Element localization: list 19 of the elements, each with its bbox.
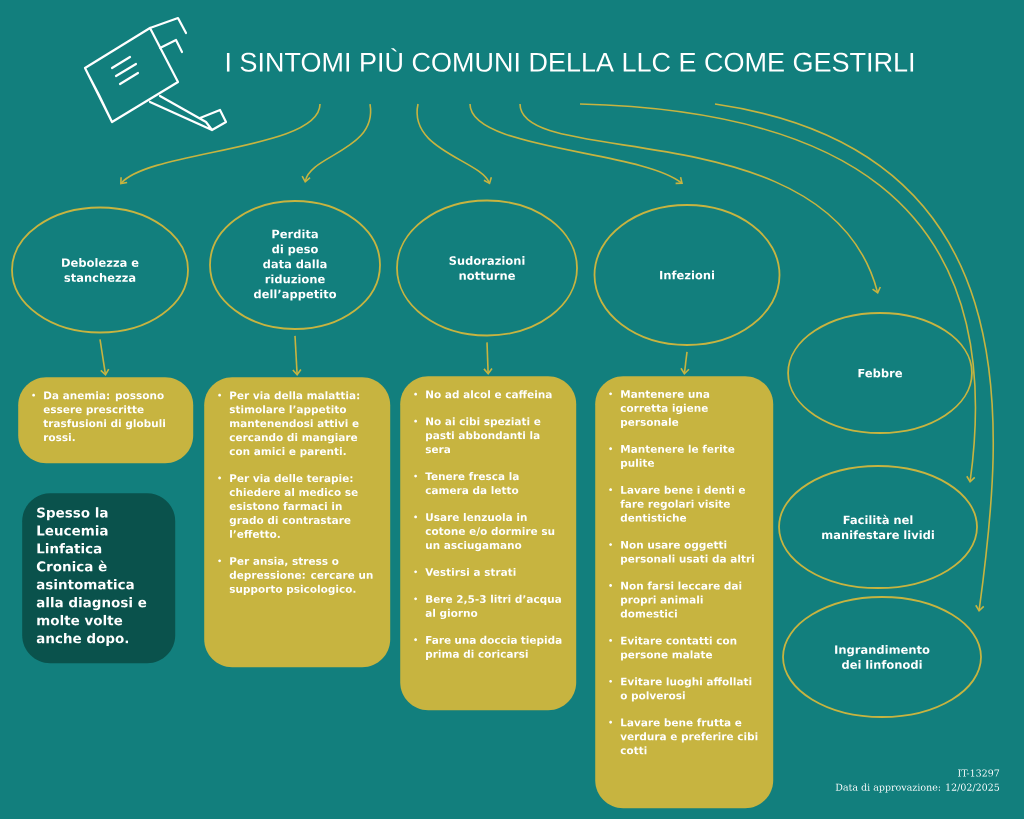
arrow	[680, 351, 690, 375]
tips-box: Da anemia: possono essere prescritte trasfusioni di globuli rossi.	[18, 377, 194, 464]
tips-box: No ad alcol e caffeina No ai cibi speziati e pasti abbondanti la sera Tenere fresca la camera da letto Usare lenzuola in cotone e/o dormire su un asciugamano Vestirsi a strati Bere 2,5-3 litri d’acqua al giorno Fare una doccia tiepida prima di coricarsi	[400, 376, 577, 711]
arrow	[579, 103, 977, 483]
arrow	[469, 103, 683, 185]
title: I SINTOMI PIÙ COMUNI DELLA LLC E COME GESTIRLI	[226, 48, 914, 72]
footer-note: IT-13297	[958, 769, 1000, 777]
arrow	[519, 103, 882, 295]
arrow	[99, 338, 110, 376]
arrow	[714, 103, 994, 612]
arrow	[301, 103, 372, 184]
arrow	[416, 103, 493, 185]
note-box: Spesso la Leucemia Linfatica Cronica è asintomatica alla diagnosi e molte volte anche dopo.	[22, 493, 176, 664]
tips-box: Per via della malattia: stimolare l’appetito mantenendosi attivi e cercando di mangiare con amici e parenti. Per via delle terapie: chiedere al medico se esistono farmaci in grado di contrastare l’effetto. Per ansia, stress o depressione: cercare un supporto psicologico.	[204, 377, 391, 668]
arrow	[292, 335, 302, 376]
tips-box: Mantenere una corretta igiene personale Mantenere le ferite pulite Lavare bene i denti e fare regolari visite dentistiche Non usare oggetti personali usati da altri Non farsi leccare dai propri animali domestici Evitare contatti con persone malate Evitare luoghi affollati o polverosi Lavare bene frutta e verdura e preferire cibi cotti	[595, 376, 774, 809]
footer-note: Data di approvazione: 12/02/2025	[835, 783, 1000, 793]
arrow	[483, 341, 493, 375]
arrow	[120, 103, 321, 185]
